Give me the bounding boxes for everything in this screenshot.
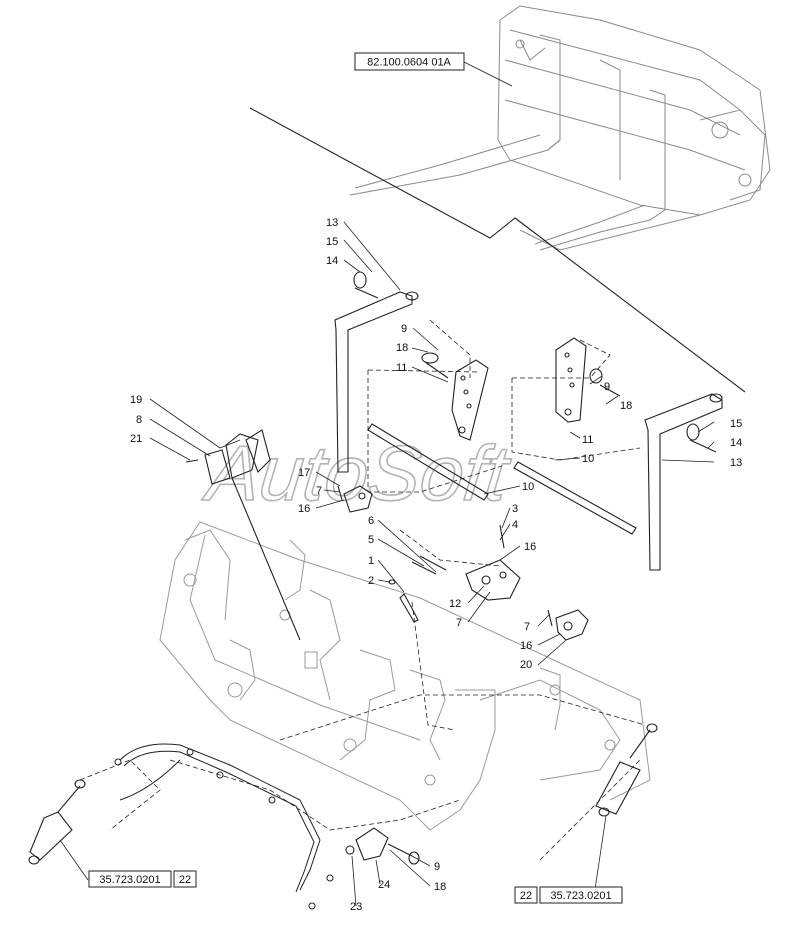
callout-9: 9: [401, 323, 407, 335]
callout-12: 12: [449, 598, 461, 610]
rods: [367, 423, 637, 535]
pins-and-spring: [388, 555, 447, 623]
callout-16: 16: [524, 541, 536, 553]
cut-line: [249, 107, 746, 393]
callout-16: 16: [298, 503, 310, 515]
callout-15: 15: [326, 236, 338, 248]
callout-6: 6: [368, 515, 374, 527]
watermark: AutoSoft: [200, 429, 516, 517]
callout-13: 13: [326, 217, 338, 229]
callout-1: 1: [368, 555, 374, 567]
callout-21: 21: [130, 433, 142, 445]
ref-box-left: 35.723.0201 22: [88, 870, 197, 888]
ref-code-left: 35.723.0201: [99, 874, 160, 886]
leader-lines: [59, 221, 715, 907]
callout-9: 9: [604, 381, 610, 393]
bracket-left: [421, 352, 489, 441]
callout-5: 5: [368, 534, 374, 546]
callout-18: 18: [620, 400, 632, 412]
bottom-bracket: [345, 827, 420, 865]
callout-15: 15: [730, 418, 742, 430]
arm-right: [644, 393, 723, 571]
callout-4: 4: [512, 519, 518, 531]
callouts: 13 15 14 9 18 11 9 18 15 14 13 11 10 10 …: [130, 217, 742, 913]
callout-7: 7: [316, 485, 322, 497]
callout-18: 18: [396, 342, 408, 354]
callout-24: 24: [378, 879, 390, 891]
cylinder-right: [595, 723, 658, 817]
callout-7: 7: [456, 617, 462, 629]
callout-10: 10: [522, 481, 534, 493]
callout-11: 11: [582, 434, 593, 446]
callout-13: 13: [730, 457, 742, 469]
bracket-right: [555, 337, 621, 423]
cylinder-left: [28, 779, 86, 865]
callout-16: 16: [520, 640, 532, 652]
callout-10: 10: [582, 453, 594, 465]
callout-2: 2: [368, 575, 374, 587]
ref-num-left: 22: [179, 874, 191, 886]
callout-18: 18: [434, 881, 446, 893]
reference-fork-bucket: [349, 5, 771, 251]
bucket-frame: [159, 521, 651, 831]
callout-11: 11: [396, 362, 407, 374]
callout-17: 17: [298, 467, 310, 479]
ref-code-top: 82.100.0604 01A: [367, 57, 451, 69]
callout-23: 23: [350, 901, 362, 913]
callout-19: 19: [130, 394, 142, 406]
callout-7: 7: [524, 621, 530, 633]
callout-20: 20: [520, 659, 532, 671]
ref-box-top: [354, 52, 465, 71]
ref-box-right: 22 35.723.0201: [514, 886, 623, 904]
callout-14: 14: [730, 437, 742, 449]
callout-3: 3: [512, 503, 518, 515]
ref-num-right: 22: [520, 890, 532, 902]
ref-code-right: 35.723.0201: [550, 890, 611, 902]
pads-19-8: [185, 429, 301, 641]
callout-9: 9: [434, 861, 440, 873]
dashed-guides: [79, 319, 646, 861]
callout-14: 14: [326, 255, 338, 267]
callout-8: 8: [136, 414, 142, 426]
hoses: [114, 743, 334, 910]
arm-left: [334, 271, 419, 473]
